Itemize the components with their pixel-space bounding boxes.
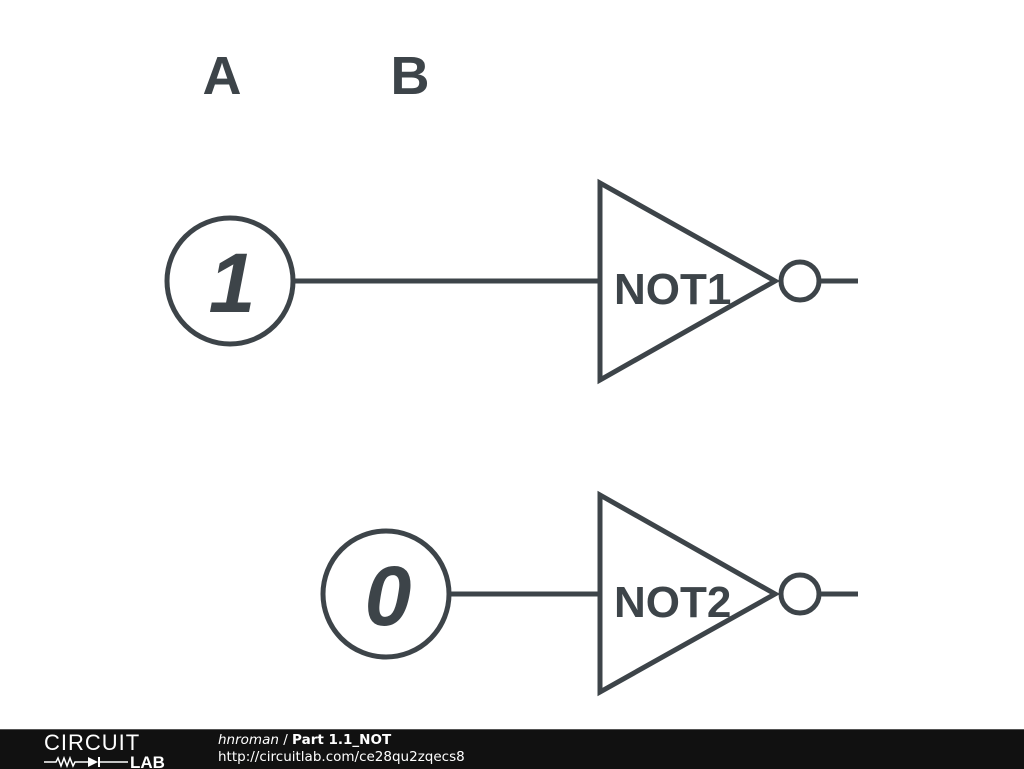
input-b-circle[interactable] bbox=[320, 528, 452, 660]
separator: / bbox=[278, 732, 293, 748]
not1-gate[interactable] bbox=[597, 178, 781, 385]
schematic: A B 1 0 NOT1 NOT2 bbox=[164, 46, 858, 697]
not2-gate[interactable] bbox=[597, 490, 781, 697]
circuit-url[interactable]: http://circuitlab.com/ce28qu2zqecs8 bbox=[218, 749, 465, 765]
circuit-info: hnroman / Part 1.1_NOT http://circuitlab… bbox=[218, 732, 465, 766]
svg-text:LAB: LAB bbox=[130, 753, 165, 768]
label-b: B bbox=[391, 46, 430, 106]
input-b-value: 0 bbox=[365, 549, 412, 643]
not2-bubble bbox=[778, 572, 822, 616]
not1-label: NOT1 bbox=[614, 265, 731, 314]
author-link[interactable]: hnroman bbox=[218, 732, 279, 748]
circuit-title[interactable]: Part 1.1_NOT bbox=[292, 732, 392, 748]
label-a: A bbox=[203, 46, 242, 106]
footer: CIRCUIT LAB hnroman / Part 1.1_NOT http:… bbox=[0, 729, 1024, 769]
not1-bubble bbox=[778, 259, 822, 303]
circuitlab-logo: CIRCUIT LAB bbox=[44, 732, 165, 768]
svg-text:CIRCUIT: CIRCUIT bbox=[44, 732, 140, 755]
input-a-circle[interactable] bbox=[164, 215, 296, 347]
input-a-value: 1 bbox=[209, 236, 256, 330]
not2-label: NOT2 bbox=[614, 578, 731, 627]
